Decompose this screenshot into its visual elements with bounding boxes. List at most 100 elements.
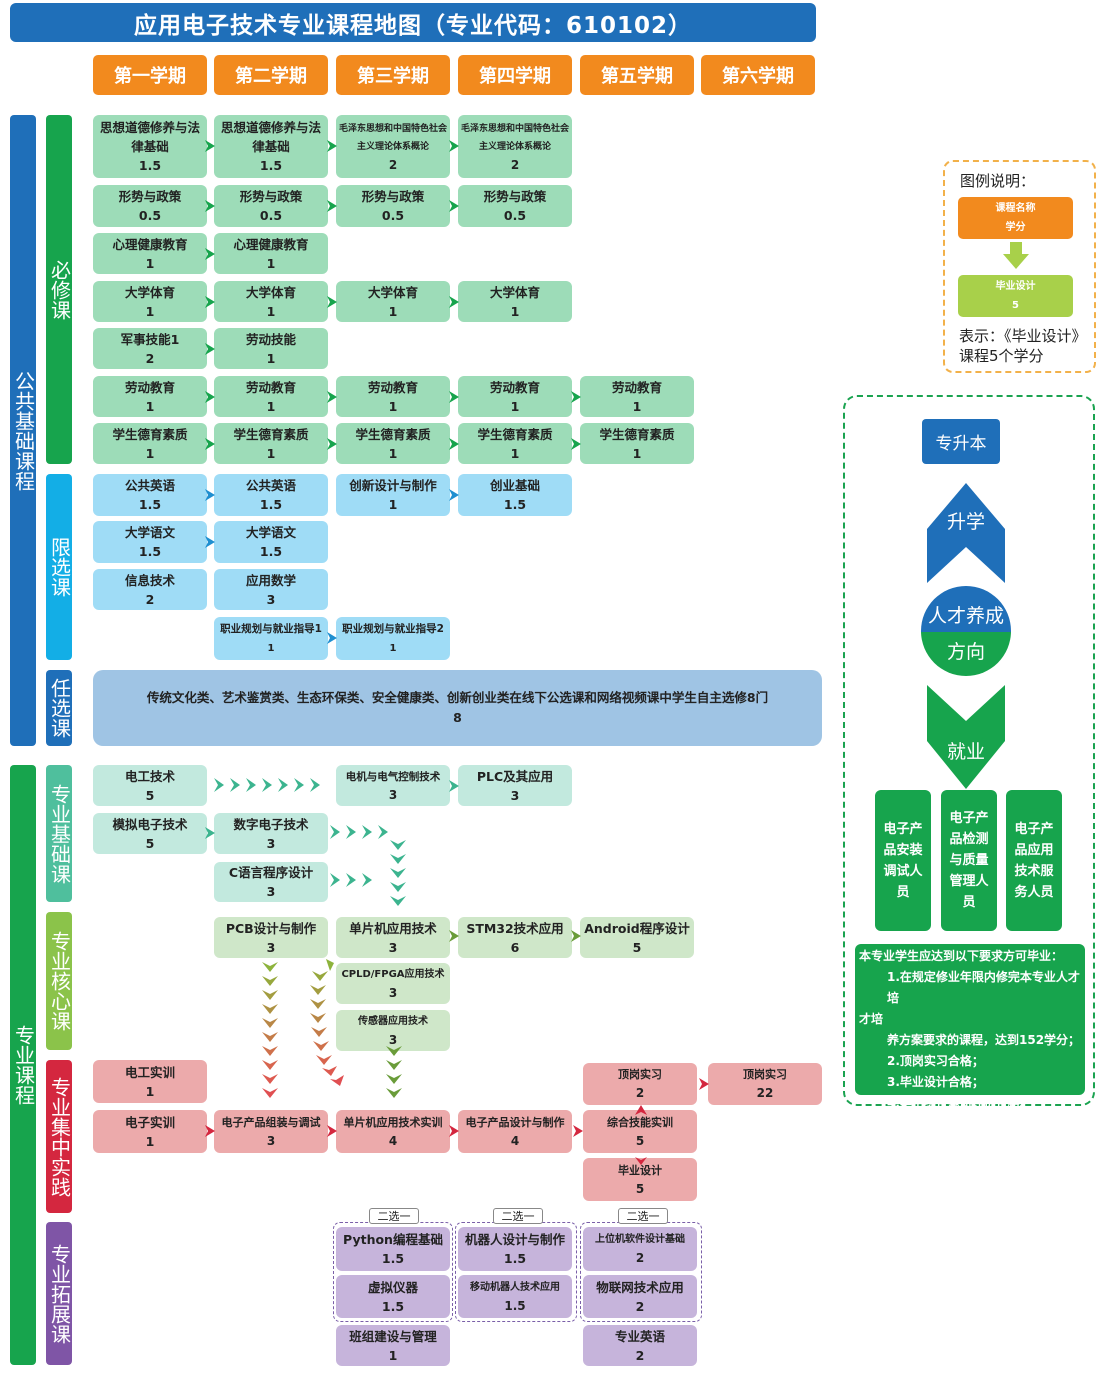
- choose-one-tag: 二选一: [493, 1208, 543, 1224]
- band-required: 必修课: [46, 115, 72, 464]
- band-major-core: 专业核心课: [46, 912, 72, 1050]
- arrow-right-icon: [204, 390, 216, 404]
- arrow-right-icon: [204, 826, 216, 840]
- outcome-panel: 专升本 升学 人才养成 方向 就业: [843, 395, 1095, 1106]
- band-limited: 限选课: [46, 474, 72, 660]
- chevron-down-chain-icon: [385, 836, 387, 855]
- elective-text: 传统文化类、艺术鉴赏类、生态环保类、安全健康类、创新创业类在线下公选课和网络视频…: [146, 690, 769, 705]
- arrow-right-icon: [204, 199, 216, 213]
- arrow-right-icon: [204, 139, 216, 153]
- elective-credit: 8: [453, 710, 462, 725]
- arrow-right-icon: [204, 247, 216, 261]
- up-label: 升学: [946, 511, 985, 533]
- page-title: 应用电子技术专业课程地图（专业代码：610102）: [10, 3, 816, 42]
- chevron-chain-icon: [328, 872, 388, 892]
- chevron-down-chain-icon: [261, 960, 279, 1114]
- arrow-right-icon: [204, 437, 216, 451]
- arrow-right-icon: [326, 631, 338, 645]
- semester-header-3: 第三学期: [336, 55, 450, 95]
- arrow-right-icon: [570, 437, 582, 451]
- elective-box: 传统文化类、艺术鉴赏类、生态环保类、安全健康类、创新创业类在线下公选课和网络视频…: [93, 670, 822, 746]
- arrow-right-icon: [448, 295, 460, 309]
- band-major-extension: 专业拓展课: [46, 1222, 72, 1365]
- arrow-right-icon: [204, 488, 216, 502]
- requirements-title: 本专业学生应达到以下要求方可毕业：: [859, 949, 1064, 963]
- band-elective: 任选课: [46, 670, 72, 746]
- arrow-down-icon: [1002, 242, 1030, 274]
- graduation-requirements: 本专业学生应达到以下要求方可毕业： 1.在规定修业年限内修完本专业人才培 才培 …: [855, 944, 1085, 1110]
- arrow-right-icon: [448, 929, 460, 943]
- arrow-right-icon: [326, 1124, 338, 1138]
- legend-description: 表示：《毕业设计》课程5个学分: [959, 327, 1087, 365]
- semester-header-5: 第五学期: [580, 55, 694, 95]
- arrow-right-icon: [570, 929, 582, 943]
- arrow-right-icon: [448, 437, 460, 451]
- arrow-right-icon: [326, 295, 338, 309]
- arrow-down-icon: [634, 1151, 648, 1170]
- down-label: 就业: [946, 741, 985, 763]
- choose-one-tag: 二选一: [618, 1208, 668, 1224]
- requirement-item: 2.顶岗实习合格；: [887, 1054, 984, 1068]
- job-box: 电子产品安装调试人员: [875, 790, 931, 931]
- requirement-item: 1.在规定修业年限内修完本专业人才培: [887, 970, 1080, 1005]
- semester-header-4: 第四学期: [458, 55, 572, 95]
- arrow-up-icon: [634, 1101, 648, 1120]
- arrow-right-icon: [698, 1077, 710, 1091]
- arrow-right-icon: [204, 535, 216, 549]
- requirement-item: 才培: [859, 1012, 884, 1026]
- band-major-courses: 专业课程: [10, 765, 36, 1365]
- job-box: 电子产品应用技术服务人员: [1006, 790, 1062, 931]
- band-major-practice: 专业集中实践: [46, 1060, 72, 1213]
- legend-title: 图例说明：: [960, 172, 1036, 190]
- chevron-chain-icon: [212, 777, 332, 797]
- semester-header-2: 第二学期: [214, 55, 328, 95]
- semester-header-6: 第六学期: [701, 55, 815, 95]
- upgrade-box: 专升本: [922, 419, 1000, 464]
- arrow-right-icon: [204, 1124, 216, 1138]
- circle-label-top: 人才养成: [927, 605, 1004, 627]
